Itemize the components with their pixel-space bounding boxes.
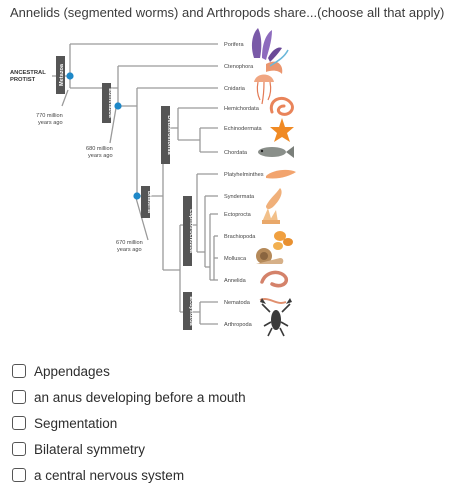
option-label: Segmentation <box>34 415 118 431</box>
ancestor-label-1: ANCESTRAL <box>10 70 46 76</box>
option-label: Bilateral symmetry <box>34 441 146 457</box>
svg-text:Ecdysozoa: Ecdysozoa <box>188 296 194 326</box>
time-670-1: 670 million <box>116 240 143 246</box>
time-680-2: years ago <box>88 153 113 159</box>
taxon-platyhelminthes: Platyhelminthes <box>224 172 264 178</box>
lobster-icon <box>260 298 292 337</box>
clade-deuterostomia: Deuterostomia <box>161 106 172 164</box>
sponge-icon <box>251 28 282 62</box>
taxon-hemichordata: Hemichordata <box>224 106 260 112</box>
clade-eumetazoa: Eumetazoa <box>102 83 113 123</box>
option-central-nervous-system[interactable]: a central nervous system <box>12 464 184 486</box>
checkbox-bilateral-symmetry[interactable] <box>12 442 26 456</box>
svg-text:Deuterostomia: Deuterostomia <box>166 115 172 155</box>
taxon-brachiopoda: Brachiopoda <box>224 234 256 240</box>
option-appendages[interactable]: Appendages <box>12 360 110 382</box>
snail-icon <box>256 248 284 264</box>
question-text: Annelids (segmented worms) and Arthropod… <box>10 5 445 20</box>
rotifer-icon <box>266 188 282 209</box>
brachiopod-icon <box>273 231 293 250</box>
option-label: Appendages <box>34 363 110 379</box>
option-anus-before-mouth[interactable]: an anus developing before a mouth <box>12 386 246 408</box>
sea-star-icon <box>270 118 294 142</box>
svg-text:Bilateria: Bilateria <box>146 191 152 214</box>
clade-ecdysozoa: Ecdysozoa <box>183 292 194 330</box>
clade-bilateria: Bilateria <box>141 186 152 218</box>
taxon-ectoprocta: Ectoprocta <box>224 212 252 218</box>
time-680-1: 680 million <box>86 146 113 152</box>
node-metazoa <box>66 72 74 80</box>
acorn-worm-icon <box>269 96 294 116</box>
checkbox-central-nervous-system[interactable] <box>12 468 26 482</box>
taxon-syndermata: Syndermata <box>224 194 255 200</box>
svg-text:Metazoa: Metazoa <box>59 63 65 86</box>
taxon-echinodermata: Echinodermata <box>224 126 263 132</box>
earthworm-icon <box>260 270 289 288</box>
tree-branches <box>52 43 218 325</box>
fish-icon <box>258 146 294 158</box>
clade-metazoa: Metazoa <box>56 56 65 94</box>
comb-jelly-icon <box>266 49 289 74</box>
jellyfish-icon <box>254 74 274 105</box>
checkbox-anus-before-mouth[interactable] <box>12 390 26 404</box>
svg-text:Eumetazoa: Eumetazoa <box>107 88 113 118</box>
checkbox-appendages[interactable] <box>12 364 26 378</box>
taxon-mollusca: Mollusca <box>224 256 247 262</box>
time-770-2: years ago <box>38 120 63 126</box>
phylogenetic-tree: ANCESTRAL PROTIST Metazoa Eumetazoa Deut… <box>10 28 296 337</box>
time-770-1: 770 million <box>36 113 63 119</box>
taxon-nematoda: Nematoda <box>224 300 251 306</box>
node-eumetazoa <box>114 102 122 110</box>
taxon-ctenophora: Ctenophora <box>224 64 254 70</box>
flatworm-icon <box>266 169 296 179</box>
clade-lophotrochozoa: Lophotrochozoa <box>183 196 194 266</box>
option-segmentation[interactable]: Segmentation <box>12 412 117 434</box>
taxon-arthropoda: Arthropoda <box>224 322 253 328</box>
ancestor-label-2: PROTIST <box>10 77 36 83</box>
svg-text:Lophotrochozoa: Lophotrochozoa <box>188 209 194 254</box>
time-670-2: years ago <box>117 247 142 253</box>
checkbox-segmentation[interactable] <box>12 416 26 430</box>
taxon-cnidaria: Cnidaria <box>224 86 246 92</box>
taxon-porifera: Porifera <box>224 42 244 48</box>
taxon-annelida: Annelida <box>224 278 247 284</box>
taxon-chordata: Chordata <box>224 150 248 156</box>
node-bilateria <box>133 192 141 200</box>
option-label: a central nervous system <box>34 467 185 483</box>
option-bilateral-symmetry[interactable]: Bilateral symmetry <box>12 438 145 460</box>
bryozoan-icon <box>262 208 280 224</box>
option-label: an anus developing before a mouth <box>34 389 246 405</box>
